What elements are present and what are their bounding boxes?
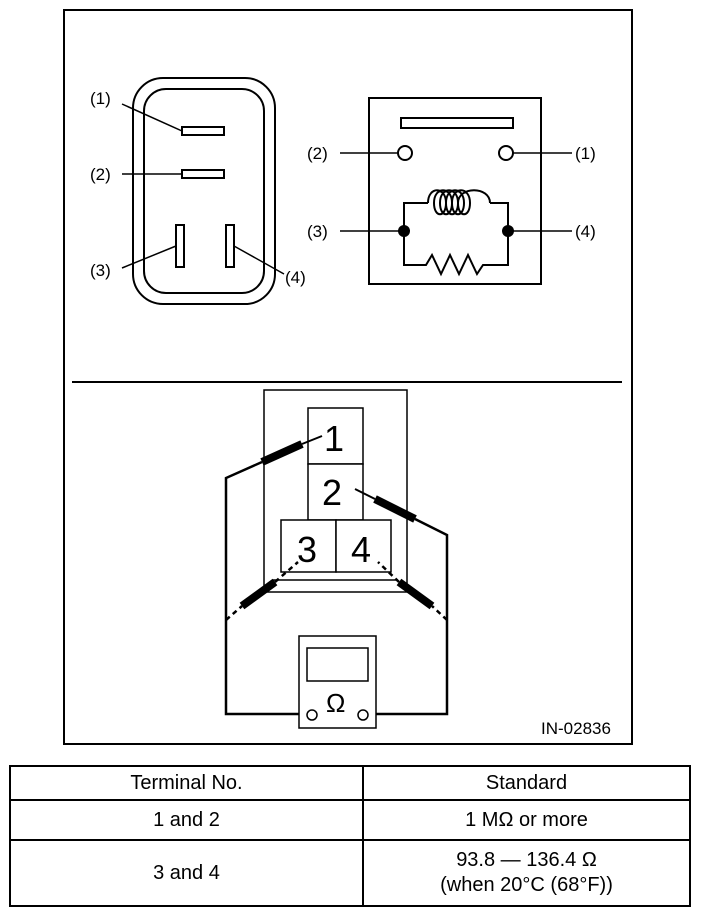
terminal-number-1: 1 (324, 418, 344, 459)
ohm-symbol-icon: Ω (326, 688, 345, 718)
cell-standard: 1 MΩ or more (362, 799, 691, 841)
table-row: 1 and 2 1 MΩ or more (9, 799, 691, 841)
leader-1 (121, 103, 183, 132)
cell-terminal: 3 and 4 (9, 839, 364, 907)
terminal-number-4: 4 (351, 529, 371, 570)
pin-1 (181, 126, 225, 136)
cell-standard: 93.8 — 136.4 Ω (when 20°C (68°F)) (362, 839, 691, 907)
cell-terminal: 1 and 2 (9, 799, 364, 841)
relay-contact-bar (400, 117, 514, 129)
table-row: 3 and 4 93.8 — 136.4 Ω (when 20°C (68°F)… (9, 839, 691, 907)
standard-line: (when 20°C (68°F)) (440, 874, 613, 896)
connector-label-3: (3) (90, 261, 111, 280)
test-probe-left (260, 440, 304, 466)
test-lead-dashed-right (377, 561, 448, 621)
standard-line: 1 MΩ or more (465, 808, 588, 831)
ohmmeter-display (306, 647, 369, 682)
header-standard: Standard (362, 765, 691, 801)
test-probe-dashed-left (239, 578, 278, 610)
relay-diagram: (1) (2) (3) (4) (2) (1) (3) (4) 1 2 3 4 (63, 9, 633, 745)
test-lead-wire-left (224, 460, 310, 716)
pin-2 (181, 169, 225, 179)
test-probe-dashed-right (396, 578, 435, 610)
circuit-view: (2) (1) (3) (4) (307, 97, 596, 285)
ohmmeter-terminal-right (357, 709, 369, 721)
connector-label-1: (1) (90, 89, 111, 108)
ohmmeter-terminal-left (306, 709, 318, 721)
probe-tip-left (301, 435, 323, 445)
terminal-cell-3 (280, 519, 337, 573)
test-probe-right (373, 495, 417, 523)
figure-frame (63, 9, 633, 745)
contact-terminal-2 (397, 145, 413, 161)
header-terminal-no: Terminal No. (9, 765, 364, 801)
probe-tip-right (354, 488, 376, 500)
relay-body (368, 97, 542, 285)
terminal-number-3: 3 (297, 529, 317, 570)
terminal-cell-2 (307, 463, 364, 521)
figure-code: IN-02836 (541, 719, 611, 738)
measurement-view: 1 2 3 4 Ω (224, 389, 449, 729)
connector-outer-housing (132, 77, 276, 305)
connector-view: (1) (2) (3) (4) (90, 77, 306, 305)
leader-4 (233, 245, 285, 275)
standard-line: 93.8 — 136.4 Ω (456, 849, 597, 871)
circuit-label-4: (4) (575, 222, 596, 241)
specification-table: Terminal No. Standard 1 and 2 1 MΩ or mo… (9, 765, 691, 907)
test-lead-wire-right (366, 517, 449, 716)
circuit-label-1: (1) (575, 144, 596, 163)
circuit-label-3: (3) (307, 222, 328, 241)
connector-label-4: (4) (285, 268, 306, 287)
terminal-cell-1 (307, 407, 364, 465)
pin-3 (175, 224, 185, 268)
pin-4 (225, 224, 235, 268)
circuit-label-2: (2) (307, 144, 328, 163)
connector-label-2: (2) (90, 165, 111, 184)
connector-inner-housing (143, 88, 265, 294)
test-lead-dashed-left (225, 561, 299, 621)
terminal-number-2: 2 (322, 472, 342, 513)
coil-wire (403, 202, 509, 231)
coil-icon (427, 189, 491, 216)
relay-outline (263, 389, 408, 593)
terminal-cell-4 (335, 519, 392, 573)
contact-terminal-1 (498, 145, 514, 161)
leader-3 (121, 245, 177, 269)
table-header-row: Terminal No. Standard (9, 765, 691, 801)
resistor-icon (403, 231, 509, 277)
